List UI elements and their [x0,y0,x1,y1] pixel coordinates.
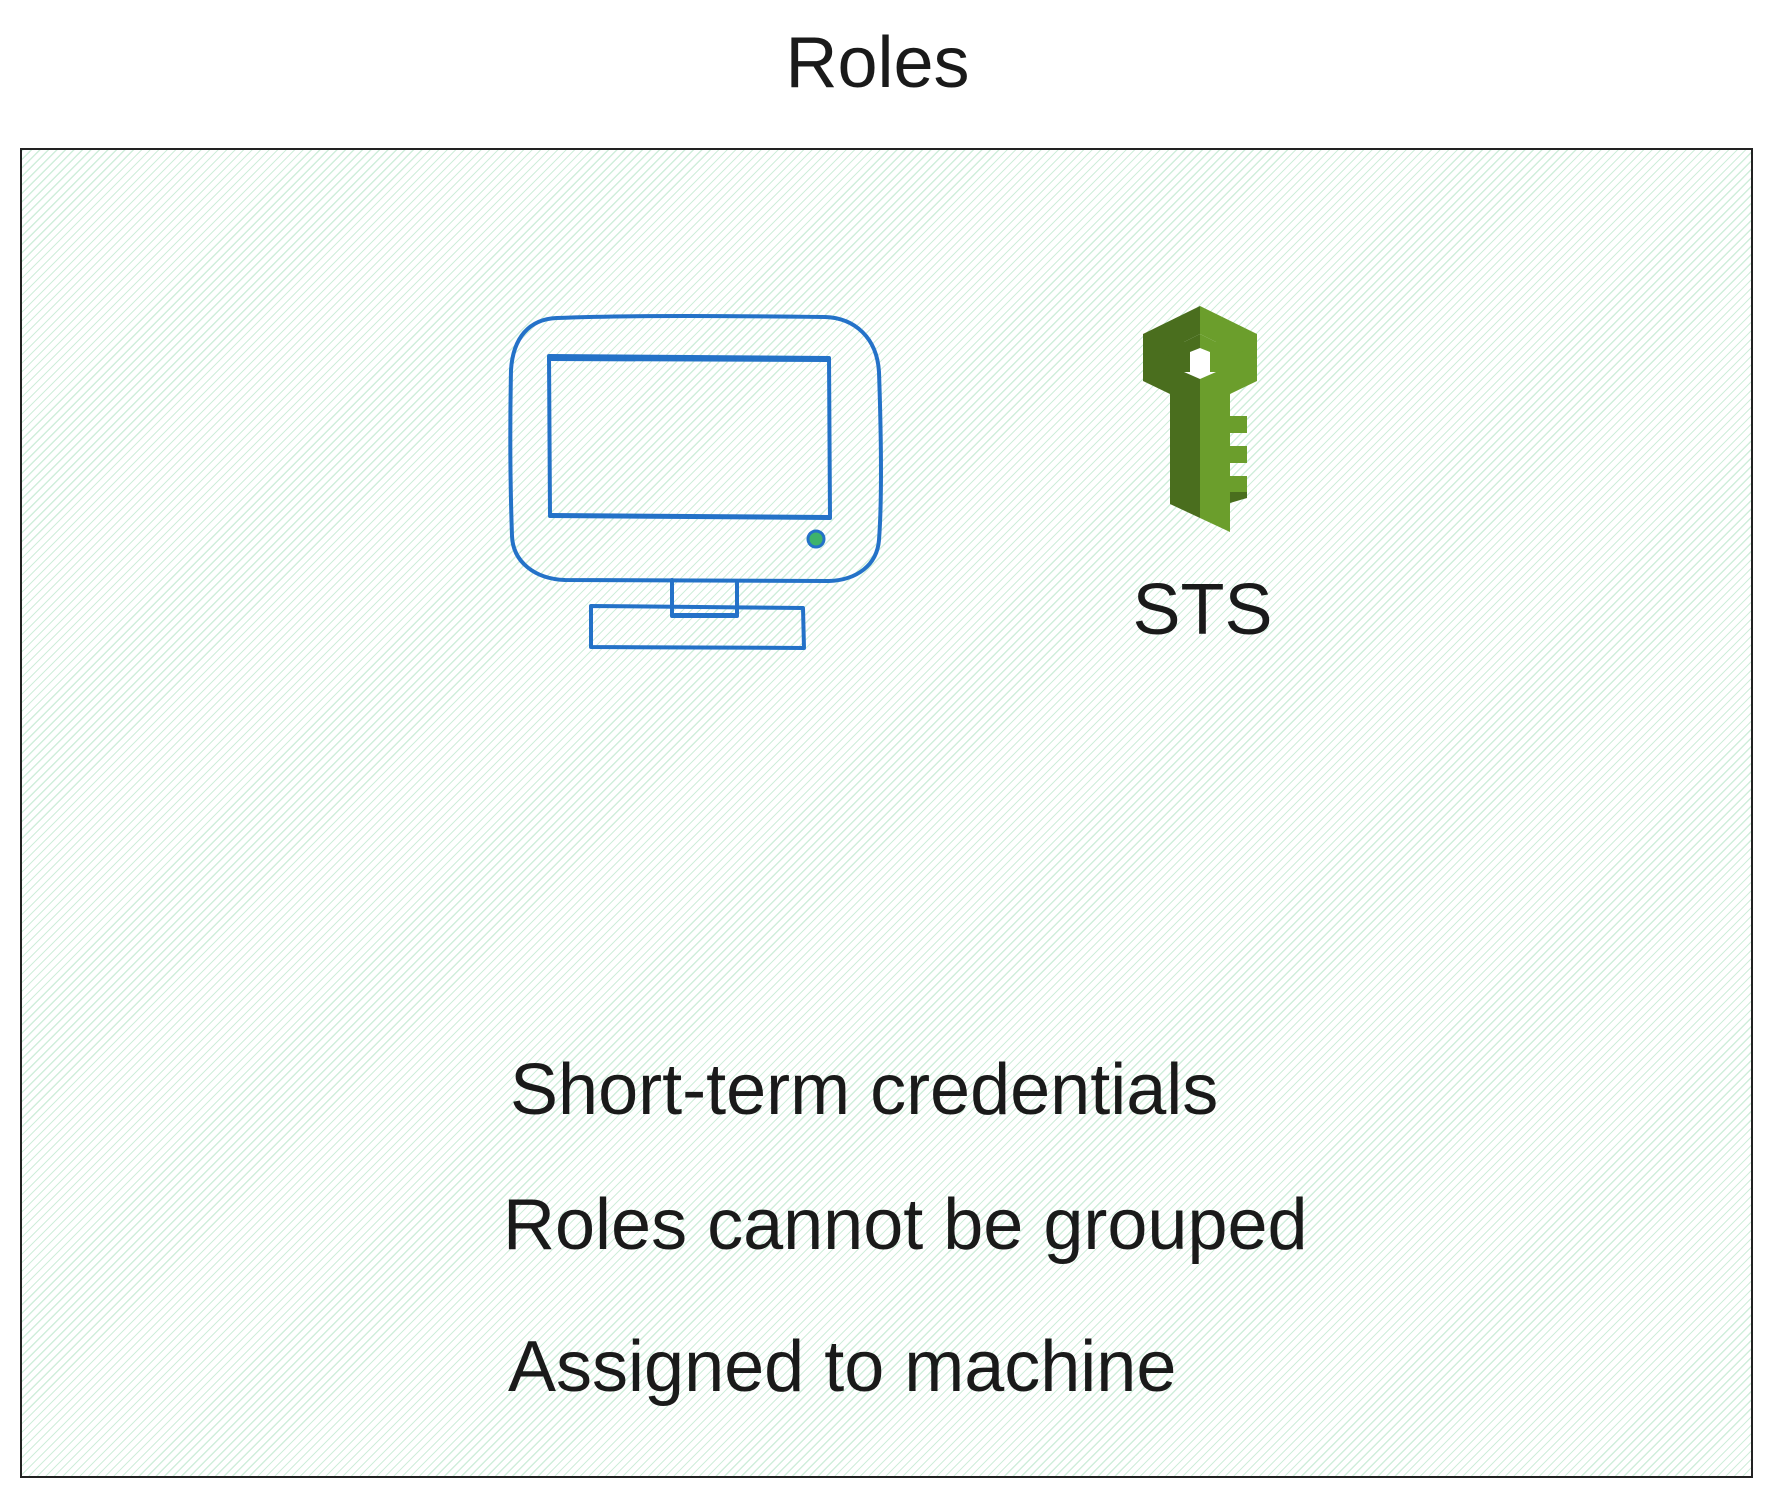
fact-roles-cannot-be-grouped: Roles cannot be grouped [503,1185,1308,1265]
key-icon [1143,306,1257,532]
monitor-icon [508,314,883,650]
sts-label: STS [1132,570,1273,650]
roles-container [20,148,1753,1478]
diagram-title: Roles [785,23,970,103]
fact-short-term-credentials: Short-term credentials [510,1050,1219,1130]
fact-assigned-to-machine: Assigned to machine [508,1327,1177,1407]
